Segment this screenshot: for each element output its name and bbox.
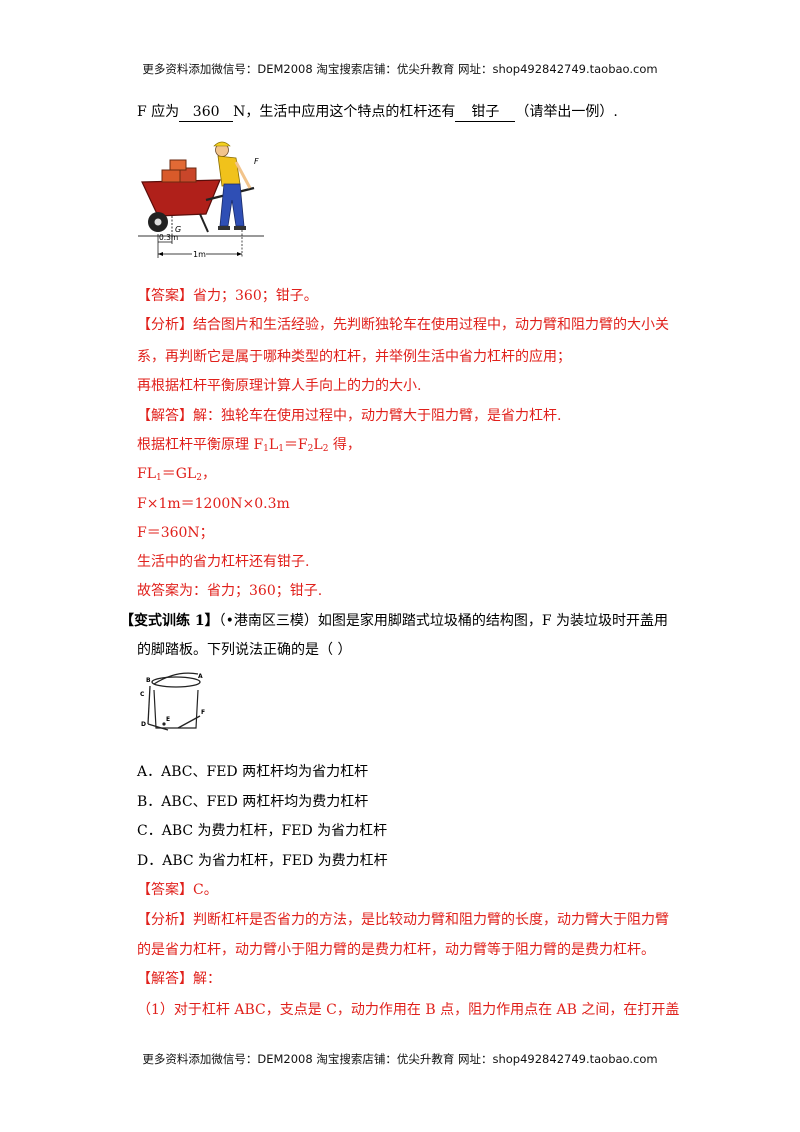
lever-bar [147,723,169,731]
lid-arc [153,672,199,685]
arrow-head [237,252,242,256]
force-F-label: F [254,157,259,166]
worker-shoe [234,226,246,230]
formula-part: ， [201,466,216,482]
solution-1-line-6: 生活中的省力杠杆还有钳子. [137,554,310,570]
analysis-text: 结合图片和生活经验，先判断独轮车在使用过程中，动力臂和阻力臂的大小关 [193,317,669,333]
lever-rod [147,685,151,725]
solution-2-line-1: （1）对于杠杆 ABC，支点是 C，动力作用在 B 点，阻力作用点在 AB 之间… [137,1002,680,1018]
bin-lid [151,676,201,688]
dim-03m-label: 0.3m [159,233,178,242]
barrow-tray [141,179,221,217]
analysis-1-line-3: 再根据杠杆平衡原理计算人手向上的力的大小. [137,378,422,394]
formula-part: L [313,437,323,453]
worker-arm [234,161,252,189]
option-a: A．ABC、FED 两杠杆均为省力杠杆 [137,764,369,780]
answer-text: C。 [193,882,218,898]
formula-part: L [268,437,279,453]
wheelbarrow-figure: F G 0.3m 1m [138,141,264,259]
label-F: F [201,709,205,716]
worker-shoe [218,226,230,230]
solution-tag: 【解答】 [137,408,193,424]
answer-2: 【答案】C。 [137,881,218,899]
analysis-text: 判断杠杆是否省力的方法，是比较动力臂和阻力臂的长度，动力臂大于阻力臂 [193,912,669,928]
label-D: D [141,721,146,728]
analysis-2-line-2: 的是省力杠杆，动力臂小于阻力臂的是费力杠杆，动力臂等于阻力臂的是费力杠杆。 [137,942,655,958]
solution-1-line-7: 故答案为：省力；360；钳子. [137,583,323,599]
trash-can-figure: A B C D E F [140,672,205,731]
solution-text: 解：独轮车在使用过程中，动力臂大于阻力臂，是省力杠杆. [193,408,562,424]
formula-sub: 1 [278,444,284,454]
worker-pants [219,183,245,227]
formula-sub: 2 [196,473,202,483]
analysis-1-line-1: 【分析】结合图片和生活经验，先判断独轮车在使用过程中，动力臂和阻力臂的大小关 [137,316,669,334]
formula-part: ＝GL [161,466,197,482]
barrow-leg [199,213,209,233]
brick [169,159,187,171]
label-B: B [146,677,151,684]
analysis-tag: 【分析】 [137,317,193,333]
worker-shirt [217,155,241,187]
solution-tag: 【解答】 [137,971,193,987]
analysis-tag: 【分析】 [137,912,193,928]
variant-question-line-2: 的脚踏板。下列说法正确的是（ ） [137,642,352,658]
question-pre: F 应为 [137,104,180,120]
pivot-E [162,722,166,726]
answer-tag: 【答案】 [137,288,193,304]
label-E: E [166,716,170,723]
variant-text: （•港南区三模）如图是家用脚踏式垃圾桶的结构图，F 为装垃圾时开盖用 [218,613,669,629]
solution-1-line-3: FL1＝GL2， [137,465,216,487]
formula-sub: 1 [156,473,162,483]
answer-text: 省力；360；钳子。 [193,288,318,304]
arrow-head [158,252,163,256]
label-bg [192,249,206,259]
formula-part: FL [137,466,157,482]
answer-blank-1: 360 [179,103,234,122]
variant-question-line-1: 【变式训练 1】（•港南区三模）如图是家用脚踏式垃圾桶的结构图，F 为装垃圾时开… [120,612,668,630]
wheel-hub [154,218,162,226]
worker-helmet [213,141,231,147]
option-b: B．ABC、FED 两杠杆均为费力杠杆 [137,794,369,810]
dim-1m-label: 1m [193,250,206,259]
formula-part: 得， [328,437,361,453]
formula-part: ＝F [283,437,308,453]
solution-text: 解： [193,971,221,987]
formula-sub: 2 [322,444,329,454]
solution-1-line-4: F×1m＝1200N×0.3m [137,496,290,512]
question-post: （请举出一例）. [515,104,618,120]
answer-1: 【答案】省力；360；钳子。 [137,287,318,305]
answer-blank-2: 钳子 [455,103,516,122]
question-mid: N，生活中应用这个特点的杠杆还有 [233,104,456,120]
bin-body [153,689,199,729]
analysis-1-line-2: 系，再判断它是属于哪种类型的杠杆，并举例生活中省力杠杆的应用； [137,349,571,365]
gravity-G-label: G [175,225,181,234]
solution-1-line-1: 【解答】解：独轮车在使用过程中，动力臂大于阻力臂，是省力杠杆. [137,407,561,425]
answer-tag: 【答案】 [137,882,193,898]
variant-tag: 【变式训练 1】 [120,613,219,629]
formula-sub: 1 [263,444,269,454]
page-header: 更多资料添加微信号：DEM2008 淘宝搜索店铺：优尖升教育 网址：shop49… [142,62,658,76]
formula-part: 根据杠杆平衡原理 F [137,437,264,453]
solution-1-line-5: F＝360N； [137,525,214,541]
analysis-2-line-1: 【分析】判断杠杆是否省力的方法，是比较动力臂和阻力臂的长度，动力臂大于阻力臂 [137,911,669,929]
brick [179,167,197,183]
pedal-lever [177,715,201,729]
option-c: C．ABC 为费力杠杆，FED 为省力杠杆 [137,823,388,839]
solution-1-line-2: 根据杠杆平衡原理 F1L1＝F2L2 得， [137,436,361,458]
formula-sub: 2 [307,444,314,454]
solution-2-head: 【解答】解： [137,970,221,988]
label-A: A [198,673,203,680]
page-footer: 更多资料添加微信号：DEM2008 淘宝搜索店铺：优尖升教育 网址：shop49… [142,1052,658,1066]
brick [161,169,181,183]
option-d: D．ABC 为省力杠杆，FED 为费力杠杆 [137,853,388,869]
label-C: C [140,691,145,698]
